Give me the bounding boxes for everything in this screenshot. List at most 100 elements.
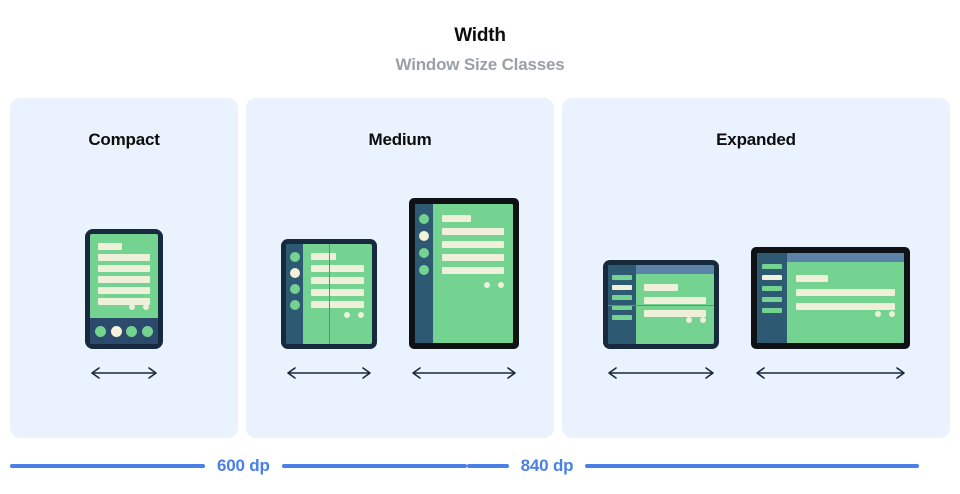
content-dot — [344, 312, 350, 318]
content-line — [311, 301, 364, 308]
content-dot — [498, 282, 504, 288]
tablet-screen — [415, 204, 513, 343]
double-headed-horizontal-arrow-icon — [91, 367, 157, 379]
content-line — [442, 215, 472, 222]
phone-screen — [90, 234, 158, 344]
content-dots — [129, 304, 149, 310]
device-phone-portrait — [85, 229, 163, 349]
device-stage-compact — [10, 174, 238, 438]
content-dots — [874, 311, 895, 317]
nav-rail-bar — [611, 275, 632, 280]
nav-rail-dot — [419, 248, 429, 258]
device-tablet-portrait — [409, 198, 519, 349]
content-line — [98, 276, 150, 283]
width-arrow-foldable-portrait — [284, 365, 374, 386]
content-line — [643, 284, 678, 291]
measure-line-mid-left — [281, 464, 467, 468]
nav-rail-dot — [289, 284, 300, 294]
device-column-tablet-landscape — [750, 247, 910, 386]
content-line — [98, 298, 150, 305]
page-header: Width Window Size Classes — [0, 0, 960, 76]
nav-rail — [415, 204, 433, 343]
panel-title-compact: Compact — [88, 130, 160, 149]
nav-rail-dot — [419, 214, 429, 224]
content-line — [643, 297, 706, 304]
panel-compact: Compact — [10, 98, 238, 438]
nav-rail — [756, 253, 787, 343]
nav-rail-bar — [761, 264, 782, 269]
measure-line-right — [585, 464, 920, 468]
nav-rail-dot-active — [419, 231, 429, 241]
foldable-screen — [286, 244, 372, 344]
fold-seam-horizontal — [607, 304, 714, 306]
width-arrow-foldable-landscape — [605, 365, 717, 386]
foldable-landscape-screen — [607, 265, 714, 344]
panel-expanded: Expanded — [562, 98, 950, 438]
page-subtitle: Window Size Classes — [395, 55, 565, 74]
content-dot — [685, 317, 692, 323]
breakpoint-label-840: 840 dp — [520, 456, 574, 475]
double-headed-horizontal-arrow-icon — [607, 367, 714, 379]
width-arrow-phone — [88, 365, 160, 386]
fold-seam-vertical — [329, 244, 330, 344]
content-dot — [699, 317, 706, 323]
content-dot — [358, 312, 364, 318]
device-column-phone — [85, 229, 163, 386]
device-column-foldable-portrait — [281, 239, 377, 386]
nav-rail-dot-active — [289, 268, 300, 278]
content-line — [98, 287, 150, 294]
content-line — [795, 275, 829, 282]
bottom-nav-dot — [94, 325, 106, 337]
measure-line-mid-right — [466, 464, 509, 468]
content-line — [311, 265, 364, 272]
content-dot — [143, 304, 149, 310]
content-dot — [888, 311, 895, 317]
page-title: Width — [454, 25, 506, 46]
content-line — [795, 289, 895, 296]
tablet-content — [433, 204, 513, 343]
content-dots — [685, 317, 706, 323]
content-line — [442, 254, 504, 261]
nav-rail-bar — [761, 308, 782, 313]
app-top-bar — [635, 265, 714, 274]
content-line — [98, 243, 123, 250]
width-arrow-tablet-portrait — [409, 365, 519, 386]
content-line — [643, 310, 706, 317]
double-headed-horizontal-arrow-icon — [412, 367, 516, 379]
nav-rail-bar — [761, 297, 782, 302]
tablet-bezel — [409, 198, 519, 349]
breakpoint-measure-row: 600 dp 840 dp — [0, 452, 960, 480]
panel-title-expanded: Expanded — [716, 130, 796, 149]
tablet-landscape-content — [787, 253, 904, 343]
nav-rail-bar-active — [611, 285, 632, 290]
breakpoint-label-600: 600 dp — [217, 456, 270, 475]
content-line — [442, 241, 504, 248]
device-column-foldable-landscape — [602, 260, 719, 386]
device-stage-expanded — [562, 174, 950, 438]
phone-content — [90, 234, 158, 344]
foldable-landscape-bezel — [602, 260, 719, 349]
width-arrow-tablet-landscape — [753, 365, 908, 386]
app-top-bar — [786, 253, 904, 262]
content-line — [98, 254, 150, 261]
content-line — [98, 265, 150, 272]
device-stage-medium — [246, 174, 554, 438]
content-line — [311, 289, 364, 296]
foldable-landscape-content — [636, 265, 714, 344]
panel-title-medium: Medium — [368, 130, 432, 149]
nav-rail-dot — [289, 300, 300, 310]
device-foldable-landscape — [602, 260, 719, 349]
foldable-bezel — [281, 239, 377, 349]
double-headed-horizontal-arrow-icon — [755, 367, 905, 379]
content-dot — [484, 282, 490, 288]
content-line — [442, 267, 504, 274]
bottom-nav-dot — [142, 325, 154, 337]
nav-rail — [286, 244, 303, 344]
measure-line-left — [10, 464, 205, 468]
nav-rail-bar — [611, 315, 632, 320]
device-column-tablet-portrait — [409, 198, 519, 386]
bottom-nav-dot-active — [110, 325, 122, 337]
phone-bezel — [85, 229, 163, 349]
phone-bottom-nav — [90, 318, 158, 344]
nav-rail-bar — [611, 295, 632, 300]
